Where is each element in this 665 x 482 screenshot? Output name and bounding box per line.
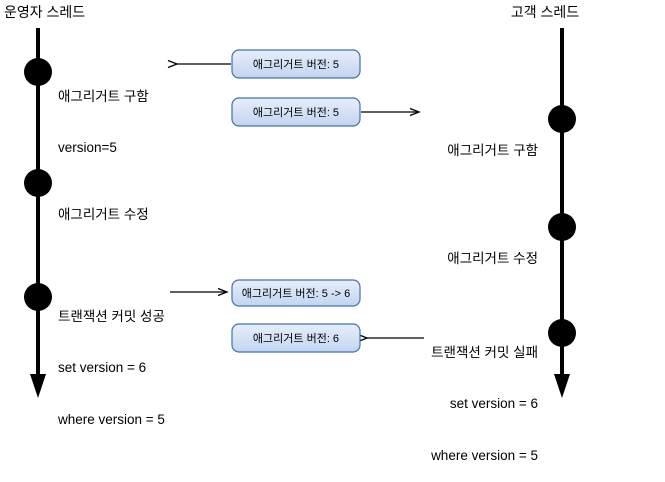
operator-lifeline-arrowhead xyxy=(30,374,46,398)
operator-node-3 xyxy=(24,283,52,311)
message-box-1-label: 애그리거트 버전: 5 xyxy=(252,59,340,71)
operator-node-2 xyxy=(24,169,52,197)
customer-node-1 xyxy=(548,105,576,133)
sequence-diagram-canvas xyxy=(24,28,576,398)
operator-node-2-line-1: 애그리거트 수정 xyxy=(58,206,149,222)
message-box-1-shape xyxy=(231,49,361,79)
customer-node-2-label: 애그리거트 수정 xyxy=(330,219,538,283)
message-box-4-shape xyxy=(231,323,361,353)
customer-node-1-label: 애그리거트 구함 xyxy=(330,111,538,175)
customer-lifeline-arrowhead xyxy=(554,374,570,398)
customer-node-3-line-3: where version = 5 xyxy=(431,448,538,464)
operator-node-3-line-1: 트랜잭션 커밋 성공 xyxy=(58,308,165,324)
message-box-4-label: 애그리거트 버전: 6 xyxy=(252,333,340,345)
customer-node-3-label: 트랜잭션 커밋 실패 set version = 6 where version… xyxy=(330,309,538,482)
operator-node-1-line-2: version=5 xyxy=(58,140,117,156)
operator-lifeline xyxy=(30,28,46,398)
customer-node-2-line-1: 애그리거트 수정 xyxy=(447,250,538,266)
operator-node-3-line-3: where version = 5 xyxy=(58,412,165,428)
customer-node-3 xyxy=(548,319,576,347)
operator-node-1-line-1: 애그리거트 구함 xyxy=(58,88,149,104)
operator-thread-title: 운영자 스레드 xyxy=(4,4,86,20)
customer-node-1-line-1: 애그리거트 구함 xyxy=(447,142,538,158)
message-box-2-label: 애그리거트 버전: 5 xyxy=(252,107,340,119)
operator-node-3-label: 트랜잭션 커밋 성공 set version = 6 where version… xyxy=(58,273,165,446)
customer-thread-title: 고객 스레드 xyxy=(510,4,580,20)
operator-node-3-line-2: set version = 6 xyxy=(58,360,147,376)
message-box-3-label: 애그리거트 버전: 5 -> 6 xyxy=(241,288,351,300)
customer-node-3-line-2: set version = 6 xyxy=(449,396,538,412)
operator-node-1 xyxy=(24,58,52,86)
customer-node-3-line-1: 트랜잭션 커밋 실패 xyxy=(431,344,538,360)
operator-node-1-label: 애그리거트 구함 version=5 xyxy=(58,53,149,174)
message-box-2-shape xyxy=(231,97,361,127)
operator-node-2-label: 애그리거트 수정 xyxy=(58,175,149,239)
customer-node-2 xyxy=(548,213,576,241)
message-box-3-shape xyxy=(231,279,361,307)
